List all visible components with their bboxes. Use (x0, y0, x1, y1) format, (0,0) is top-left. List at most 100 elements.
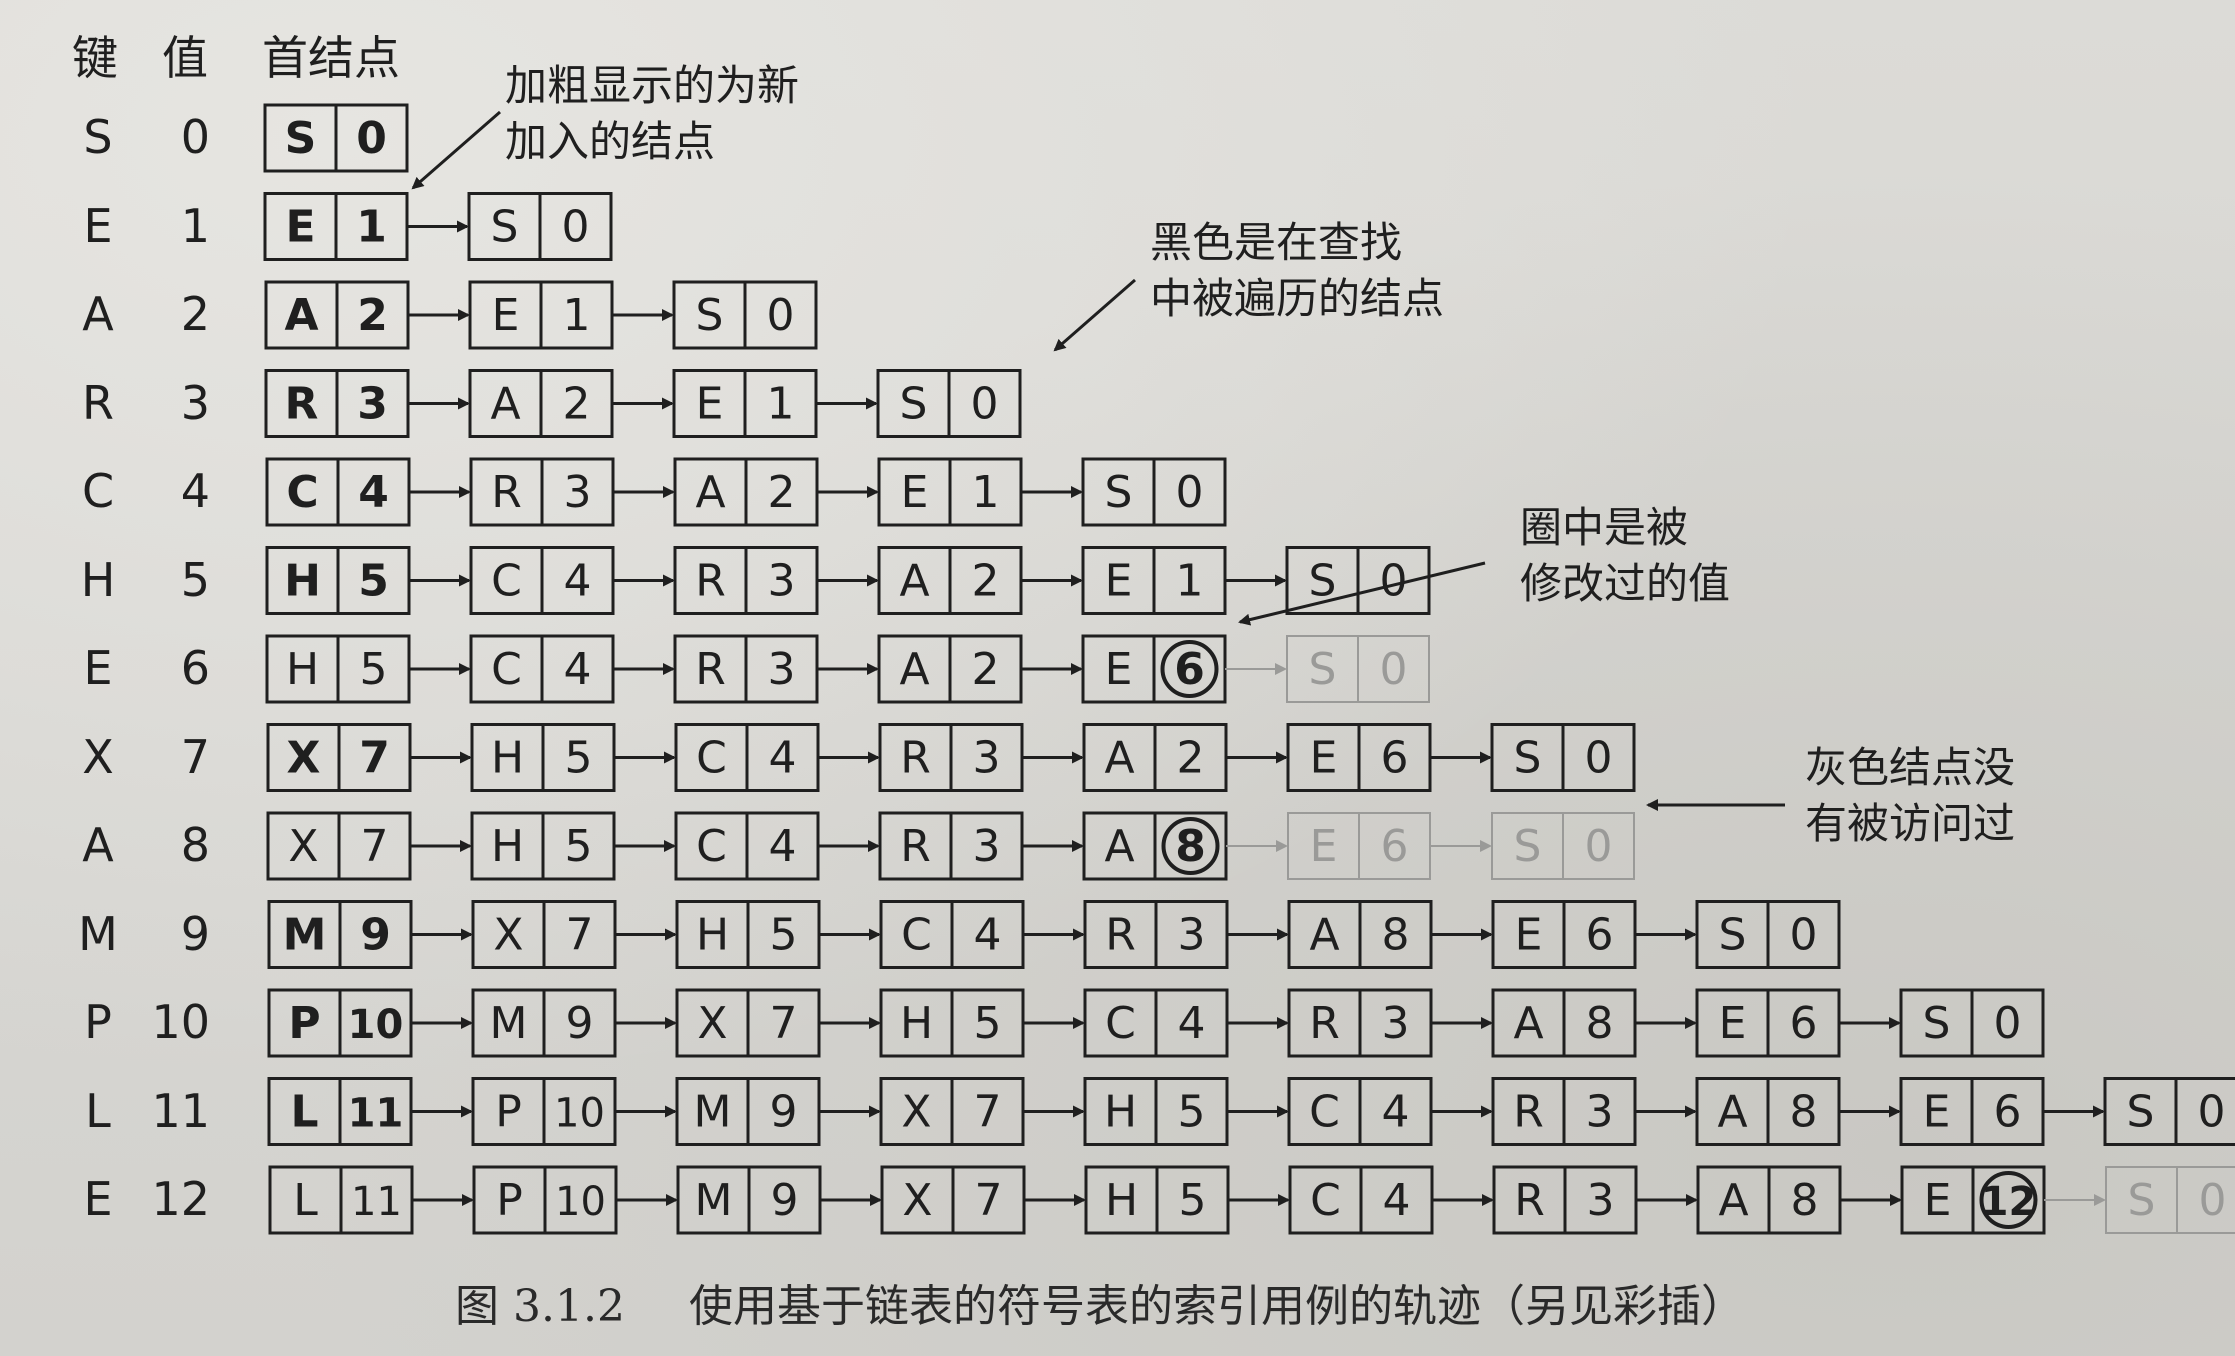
node-key: M (694, 1087, 732, 1138)
row-key: E (83, 641, 113, 695)
node-value: 4 (1382, 1087, 1410, 1138)
node-key: S (1514, 821, 1542, 872)
node-value: 6 (1994, 1087, 2022, 1138)
node-key: X (493, 910, 523, 961)
node-value: 3 (1178, 910, 1206, 961)
node-key: C (491, 644, 522, 695)
row-value: 3 (180, 375, 210, 430)
row-value: 12 (151, 1172, 210, 1226)
node-value: 5 (565, 733, 593, 784)
node-value: 2 (357, 290, 388, 341)
node-key: R (900, 733, 931, 784)
note-bold-new-line1: 加粗显示的为新 (505, 61, 800, 110)
node-value: 5 (360, 644, 388, 695)
node-key: H (286, 644, 319, 695)
node-value: 3 (1587, 1175, 1615, 1226)
pointer-bold-new (411, 110, 501, 190)
node-value: 4 (769, 821, 797, 872)
node-value: 0 (1790, 910, 1818, 961)
node-key: A (1309, 910, 1339, 961)
node-key: H (900, 998, 933, 1049)
figure-number: 图 3.1.2 (455, 1281, 625, 1332)
node-value: 0 (1176, 467, 1204, 518)
node-key: P (288, 998, 320, 1049)
node-value: 0 (1380, 556, 1408, 607)
row-key: P (84, 995, 112, 1049)
row-key: A (82, 818, 114, 872)
figure-caption: 图 3.1.2 使用基于链表的符号表的索引用例的轨迹（另见彩插） (455, 1270, 1745, 1334)
node-key: S (2127, 1087, 2155, 1138)
node-key: R (1514, 1175, 1545, 1226)
figure-caption-text: 使用基于链表的符号表的索引用例的轨迹（另见彩插） (688, 1281, 1745, 1332)
node-key: H (491, 733, 524, 784)
row-value: 10 (151, 995, 210, 1049)
node-value: 0 (356, 113, 387, 164)
node-key: H (696, 910, 729, 961)
node-value: 8 (1791, 1175, 1819, 1226)
node-key: E (1105, 556, 1133, 607)
node-key: E (492, 290, 520, 341)
row-value: 5 (180, 552, 210, 607)
node-key: A (284, 290, 318, 341)
row-value: 2 (180, 287, 210, 341)
node-value: 6 (1174, 644, 1205, 695)
row-value: 4 (180, 464, 210, 518)
note-circled-modified: 圈中是被 修改过的值 (1520, 500, 1730, 612)
node-key: R (695, 644, 726, 695)
node-key: H (491, 821, 524, 872)
node-key: P (495, 1087, 522, 1138)
node-value: 10 (555, 1179, 606, 1225)
node-value: 4 (564, 644, 592, 695)
row-key: A (82, 287, 114, 341)
node-value: 3 (768, 556, 796, 607)
node-value: 5 (565, 821, 593, 872)
node-value: 0 (1585, 821, 1613, 872)
node-key: A (1104, 821, 1134, 872)
node-value: 4 (974, 910, 1002, 961)
node-key: A (899, 556, 929, 607)
node-value: 0 (1585, 733, 1613, 784)
node-value: 0 (562, 202, 590, 253)
node-key: C (286, 467, 318, 518)
node-value: 1 (356, 202, 387, 253)
node-key: A (1718, 1175, 1748, 1226)
node-key: S (1719, 910, 1747, 961)
node-key: R (1105, 910, 1136, 961)
row-key: S (83, 110, 113, 164)
node-value: 1 (767, 379, 795, 430)
row-value: 11 (151, 1083, 210, 1138)
node-value: 7 (359, 733, 390, 784)
